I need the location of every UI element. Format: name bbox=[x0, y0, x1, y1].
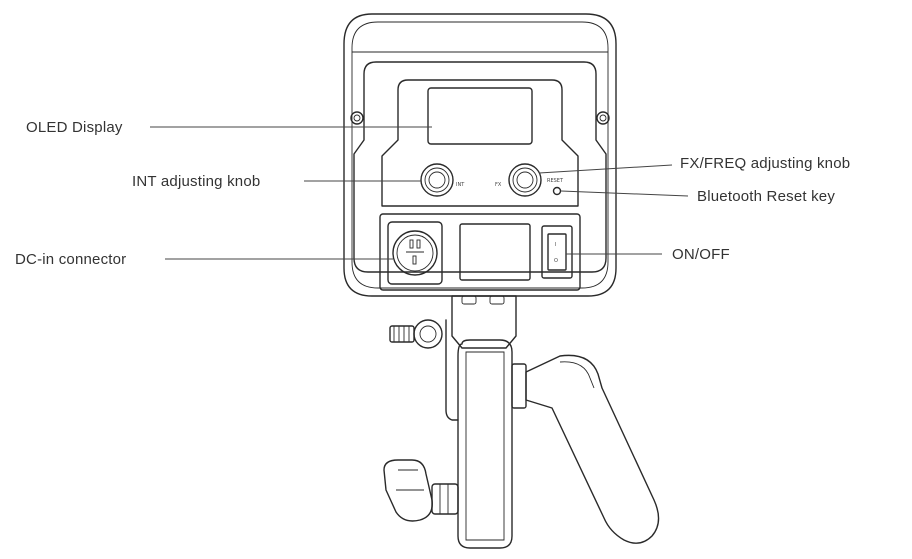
tilt-knob-icon[interactable] bbox=[383, 459, 459, 522]
label-bluetooth-reset: Bluetooth Reset key bbox=[697, 188, 835, 205]
right-screw-icon bbox=[596, 111, 610, 125]
label-on-off: ON/OFF bbox=[672, 246, 730, 263]
fx-mark: FX bbox=[495, 182, 502, 188]
bluetooth-reset-key[interactable] bbox=[552, 186, 562, 196]
callout-fx-freq-knob: FX/FREQ adjusting knob bbox=[538, 155, 850, 174]
on-off-switch[interactable]: I O bbox=[541, 225, 573, 279]
connector-bay: I O bbox=[379, 213, 581, 291]
oled-display bbox=[427, 87, 533, 145]
switch-on-mark: I bbox=[555, 242, 556, 248]
callout-dc-in: DC-in connector bbox=[15, 251, 393, 268]
label-oled-display: OLED Display bbox=[26, 119, 123, 136]
dc-in-connector-icon[interactable] bbox=[387, 221, 443, 285]
int-knob-icon[interactable] bbox=[420, 163, 454, 197]
int-mark: INT bbox=[456, 182, 465, 188]
lock-knob-icon[interactable] bbox=[389, 319, 443, 349]
light-head bbox=[343, 13, 617, 297]
handle[interactable] bbox=[525, 354, 660, 544]
label-fx-freq-knob: FX/FREQ adjusting knob bbox=[680, 155, 850, 172]
callout-bluetooth-reset: Bluetooth Reset key bbox=[560, 188, 835, 205]
label-dc-in: DC-in connector bbox=[15, 251, 126, 268]
label-int-knob: INT adjusting knob bbox=[132, 173, 260, 190]
left-screw-icon bbox=[350, 111, 364, 125]
fx-freq-knob-icon[interactable] bbox=[508, 163, 542, 197]
callout-on-off: ON/OFF bbox=[566, 246, 730, 263]
callout-oled-display: OLED Display bbox=[26, 119, 432, 136]
control-panel: INT FX RESET bbox=[381, 79, 579, 207]
reset-mark: RESET bbox=[547, 178, 564, 184]
label-plate bbox=[459, 223, 531, 281]
mount-bracket bbox=[383, 295, 660, 549]
switch-off-mark: O bbox=[554, 258, 558, 264]
callout-int-knob: INT adjusting knob bbox=[132, 173, 421, 190]
